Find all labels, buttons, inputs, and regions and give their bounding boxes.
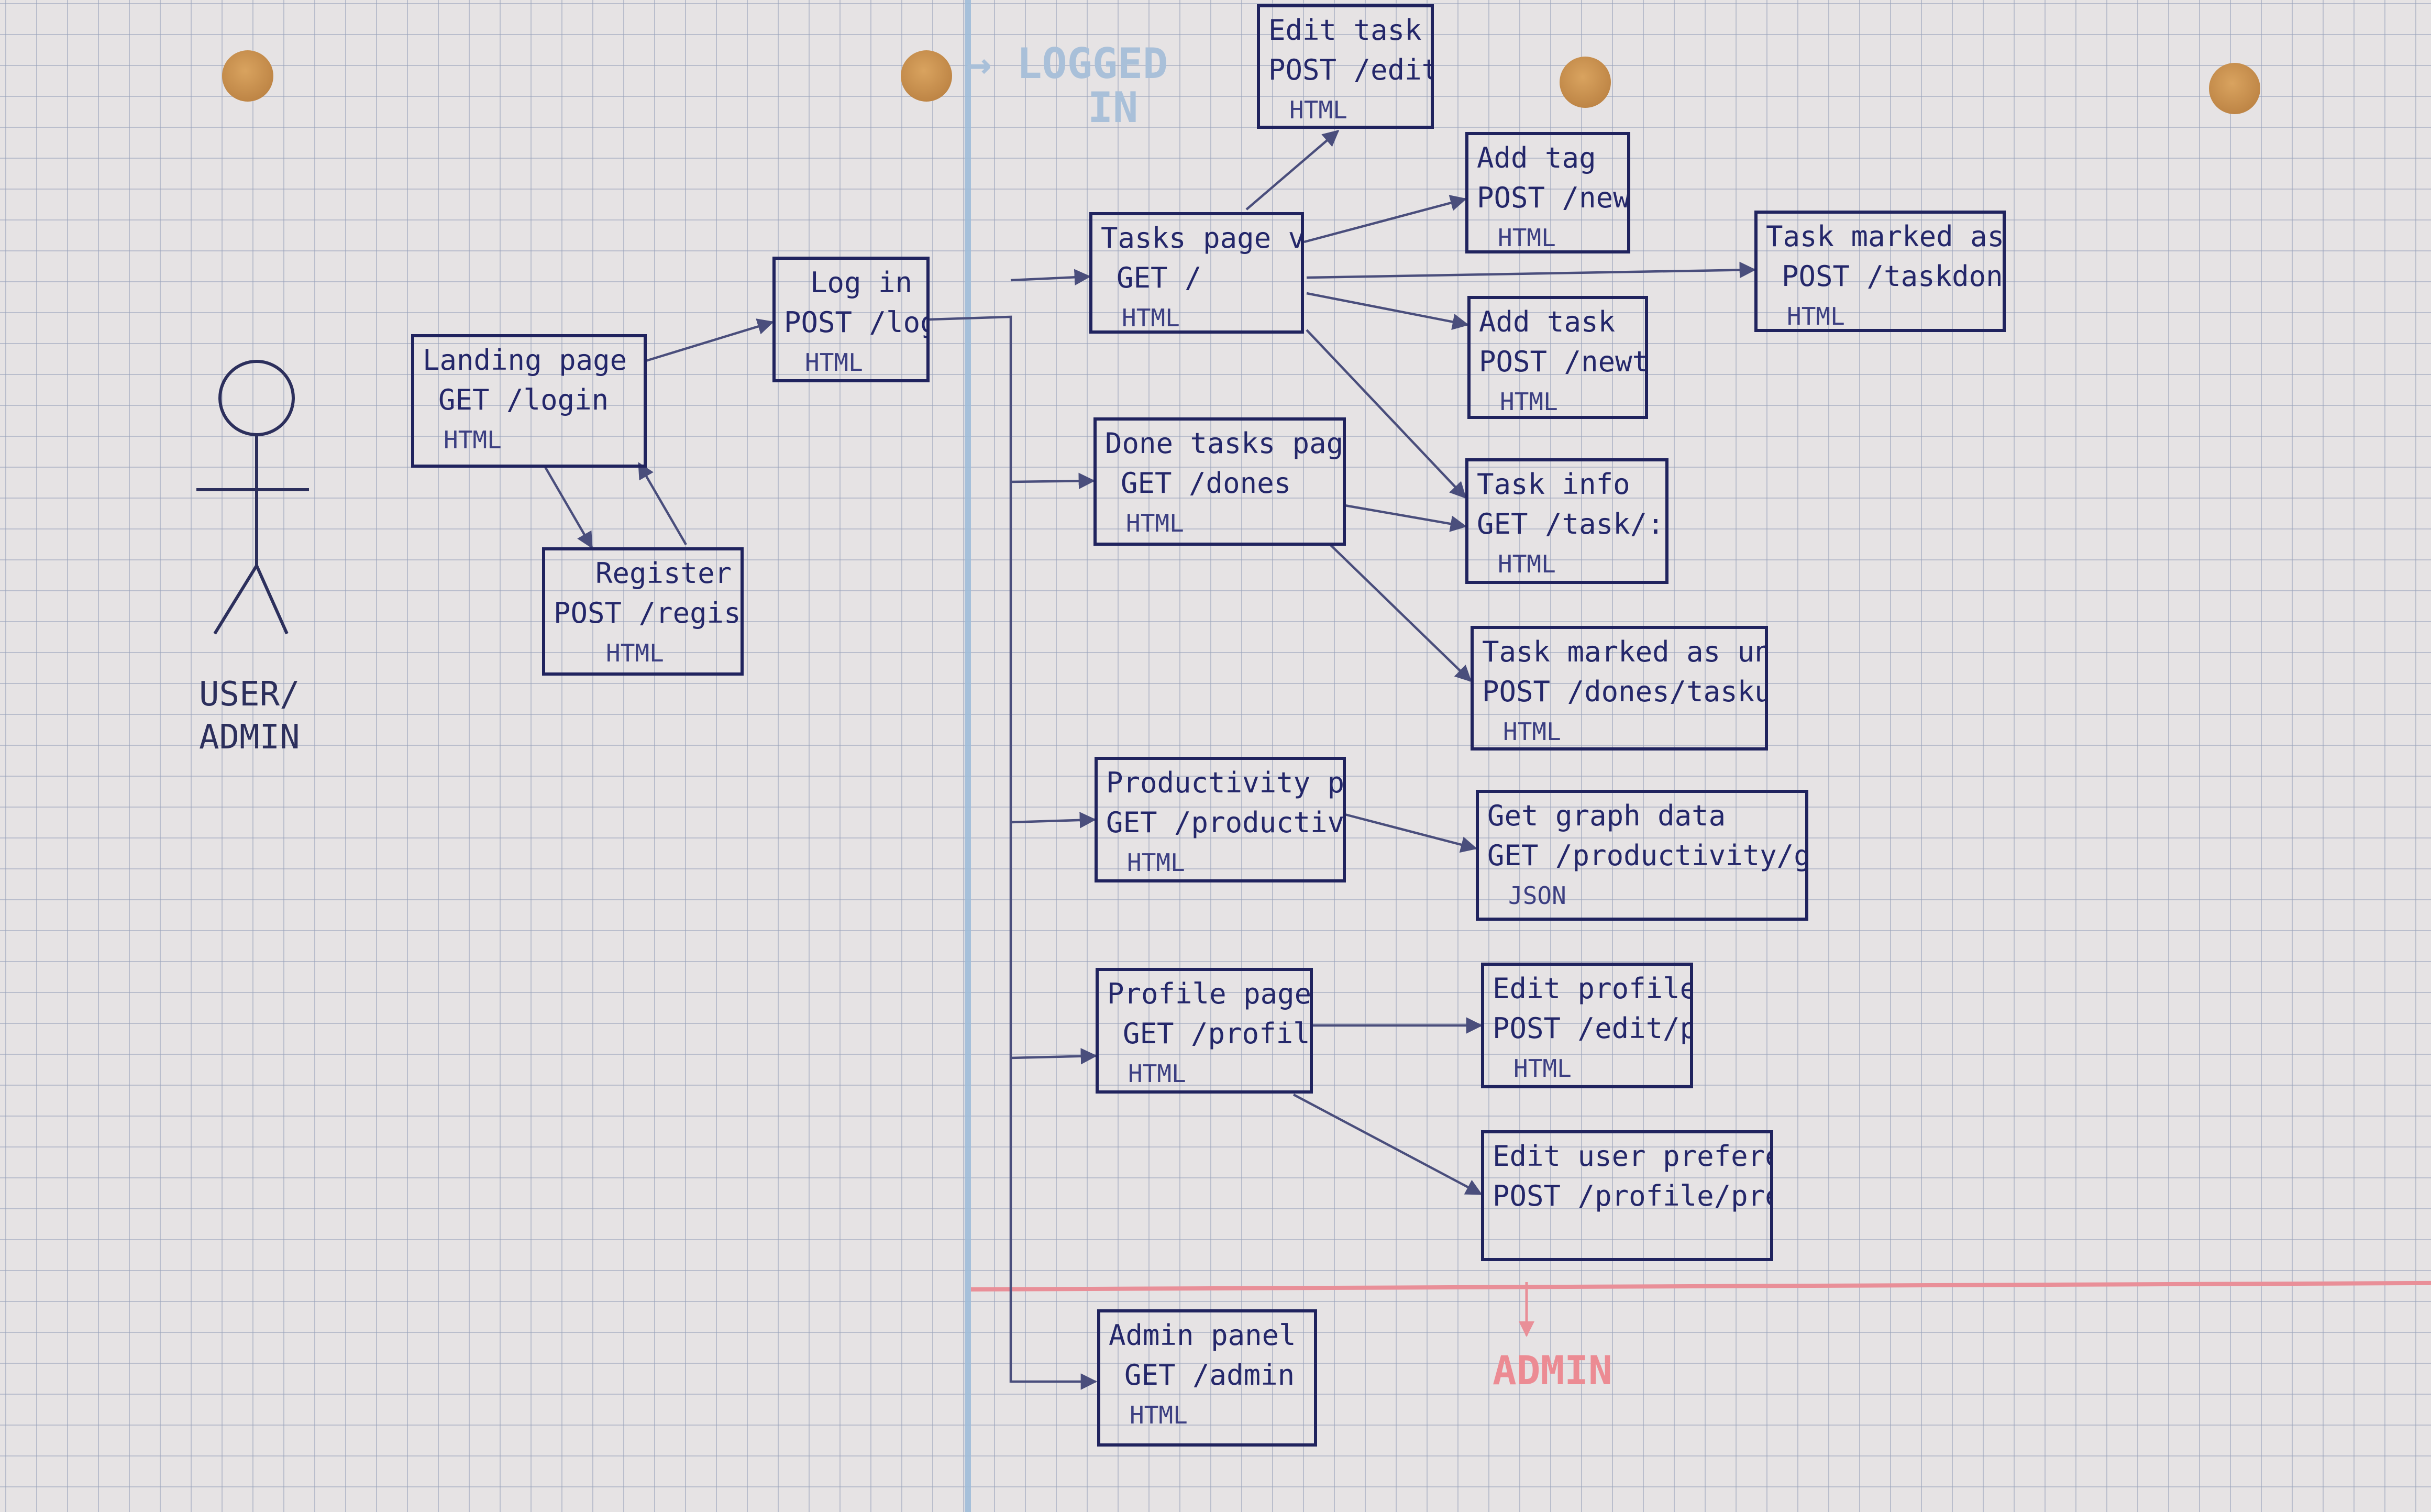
edge-login-to-profile [1010,1047,1098,1065]
node-tasks-page[interactable]: Tasks page view GET / HTML [1089,212,1304,334]
node-route: POST /profile/preferences [1493,1179,1770,1212]
edge-landing-to-login [644,318,775,363]
edge-login-to-tasks [1010,269,1091,286]
actor-label-line1: USER/ [199,675,300,714]
node-edit-task[interactable]: Edit task POST /edittask HTML [1257,4,1434,129]
edge-tasks-to-task-done [1306,261,1756,279]
node-add-tag[interactable]: Add tag POST /newtag HTML [1465,132,1630,253]
node-landing-page[interactable]: Landing page view GET /login HTML [411,334,647,468]
node-route: GET /productivity/getdata [1487,839,1808,872]
actor-label: USER/ ADMIN [199,673,300,759]
node-task-marked-done[interactable]: Task marked as done POST /taskdone HTML [1754,211,2006,332]
node-title: Get graph data [1487,799,1726,832]
edge-register-to-landing [638,462,687,546]
node-title: Tasks page view [1101,222,1304,255]
edge-landing-to-register [544,465,593,549]
node-edit-profile-info[interactable]: Edit profile info POST /edit/profile HTM… [1481,963,1693,1088]
edge-done-tasks-to-task-undone [1329,544,1472,682]
binder-hole [222,50,273,102]
node-route: GET /productivity [1106,806,1345,839]
node-title: Edit user preferences [1493,1140,1770,1173]
node-route: POST /edit/profile [1493,1012,1690,1045]
node-format: HTML [805,348,863,377]
node-format: HTML [1122,304,1180,332]
node-route: POST /register [554,597,741,630]
node-title: Landing page view [423,344,644,377]
node-route: POST /dones/taskundone [1482,675,1768,708]
node-title: Admin panel view [1109,1319,1314,1352]
actor-label-line2: ADMIN [199,718,300,757]
node-format: HTML [1498,224,1556,252]
edge-tasks-to-add-tag [1303,195,1467,244]
node-route: GET /profile [1123,1017,1313,1050]
node-title: Done tasks page view [1105,427,1344,460]
node-format: HTML [606,639,664,667]
node-task-marked-undone[interactable]: Task marked as undone POST /dones/taskun… [1471,626,1768,751]
node-title: Task marked as done [1766,220,2005,253]
node-format: HTML [1787,302,1845,330]
node-format: HTML [1130,1401,1188,1429]
node-title: Task info [1477,468,1630,501]
node-add-task[interactable]: Add task POST /newtask HTML [1467,296,1648,419]
node-title: Add tag [1477,141,1596,174]
node-route: POST /edittask [1268,53,1431,86]
node-route: POST /newtask [1479,345,1648,378]
logged-in-boundary-line [965,0,971,1512]
node-title: Profile page view [1107,977,1312,1010]
node-route: GET /task/:id [1477,507,1665,540]
node-route: GET /dones [1121,467,1291,500]
node-format: HTML [1503,718,1561,746]
node-get-graph-data[interactable]: Get graph data GET /productivity/getdata… [1476,790,1808,921]
node-title: Log in [810,266,913,299]
edge-productivity-to-graph-data [1344,813,1478,853]
node-format: HTML [1513,1054,1572,1083]
node-admin-panel[interactable]: Admin panel view GET /admin HTML [1097,1309,1317,1447]
node-profile-page[interactable]: Profile page view GET /profile HTML [1096,968,1313,1094]
node-done-tasks-page[interactable]: Done tasks page view GET /dones HTML [1093,417,1346,546]
node-title: Register [595,557,732,590]
node-format: HTML [1128,1059,1186,1088]
node-title: Productivity page view [1106,766,1345,799]
node-format: JSON [1508,881,1566,910]
edge-done-tasks-to-task-info [1344,504,1467,532]
user-admin-actor-figure [196,360,309,635]
node-format: HTML [1500,388,1558,416]
edge-tasks-to-task-info [1306,329,1467,499]
node-route: GET / [1117,261,1202,294]
node-task-info[interactable]: Task info GET /task/:id HTML [1465,458,1668,584]
node-title: Edit task [1268,14,1422,47]
edge-profile-to-preferences [1292,1094,1483,1195]
binder-hole [2209,63,2260,114]
edge-tasks-to-add-task [1306,292,1469,330]
edge-login-to-done-tasks [1010,472,1096,490]
node-format: HTML [1126,509,1184,537]
node-format: HTML [1127,848,1185,877]
edge-tasks-to-edit-task [1245,129,1340,211]
node-route: POST /login [784,306,926,339]
binder-hole [901,50,952,102]
edge-login-trunk [929,315,1012,1383]
node-edit-user-preferences[interactable]: Edit user preferences POST /profile/pref… [1481,1130,1773,1261]
node-log-in[interactable]: Log in POST /login HTML [772,257,930,382]
node-route: GET /login [438,383,609,416]
logged-in-zone-label-line1: → LOGGED [966,39,1168,88]
binder-hole [1560,57,1611,108]
node-title: Edit profile info [1493,972,1693,1005]
node-format: HTML [1498,550,1556,578]
node-register[interactable]: Register POST /register HTML [542,547,744,676]
logged-in-zone-label-line2: IN [1088,83,1139,132]
logged-in-zone-label: → LOGGED IN [966,42,1168,130]
node-title: Add task [1479,305,1616,338]
node-route: POST /taskdone [1782,260,2006,293]
node-route: GET /admin [1124,1359,1295,1392]
node-format: HTML [444,426,502,454]
edge-login-to-productivity [1010,812,1097,829]
node-format: HTML [1289,96,1347,124]
node-productivity-page[interactable]: Productivity page view GET /productivity… [1095,757,1346,882]
admin-zone-label: ADMIN [1493,1347,1612,1394]
node-route: POST /newtag [1477,181,1630,214]
node-title: Task marked as undone [1482,635,1765,668]
